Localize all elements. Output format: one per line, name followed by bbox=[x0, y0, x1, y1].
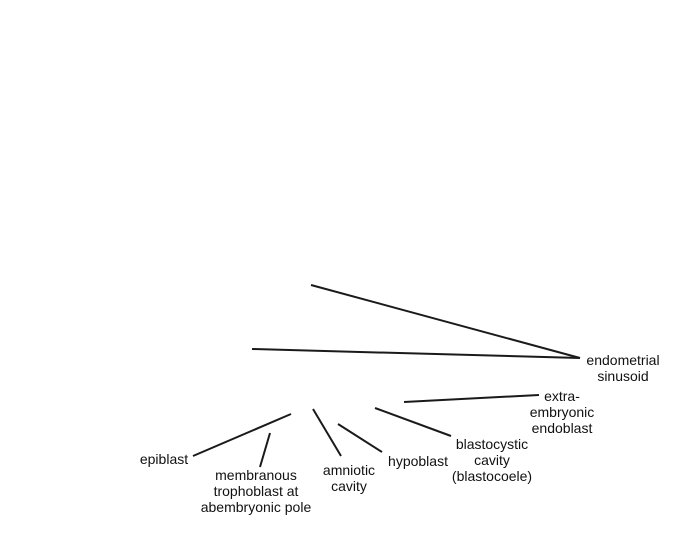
leader-line-endometrial-sinusoid-upper bbox=[310, 284, 581, 359]
leader-line-endometrial-sinusoid-lower bbox=[251, 348, 581, 359]
label-blastocystic-cavity: blastocystic cavity (blastocoele) bbox=[451, 436, 533, 484]
label-endometrial-sinusoid: endometrial sinusoid bbox=[586, 352, 660, 384]
label-amniotic-cavity: amniotic cavity bbox=[322, 462, 376, 494]
leader-line-hypoblast bbox=[337, 423, 383, 453]
label-extra-embryonic-endoblast: extra- embryonic endoblast bbox=[529, 388, 595, 436]
leader-line-amniotic-cavity bbox=[312, 408, 342, 457]
leader-line-blastocystic-cavity bbox=[374, 407, 452, 437]
label-membranous-trophoblast: membranous trophoblast at abembryonic po… bbox=[200, 467, 312, 515]
leader-line-epiblast bbox=[192, 413, 292, 457]
leader-line-extra-embryonic-endoblast bbox=[403, 394, 540, 403]
label-epiblast: epiblast bbox=[139, 451, 189, 467]
label-hypoblast: hypoblast bbox=[388, 453, 448, 469]
leader-line-membranous-trophoblast bbox=[259, 432, 271, 468]
